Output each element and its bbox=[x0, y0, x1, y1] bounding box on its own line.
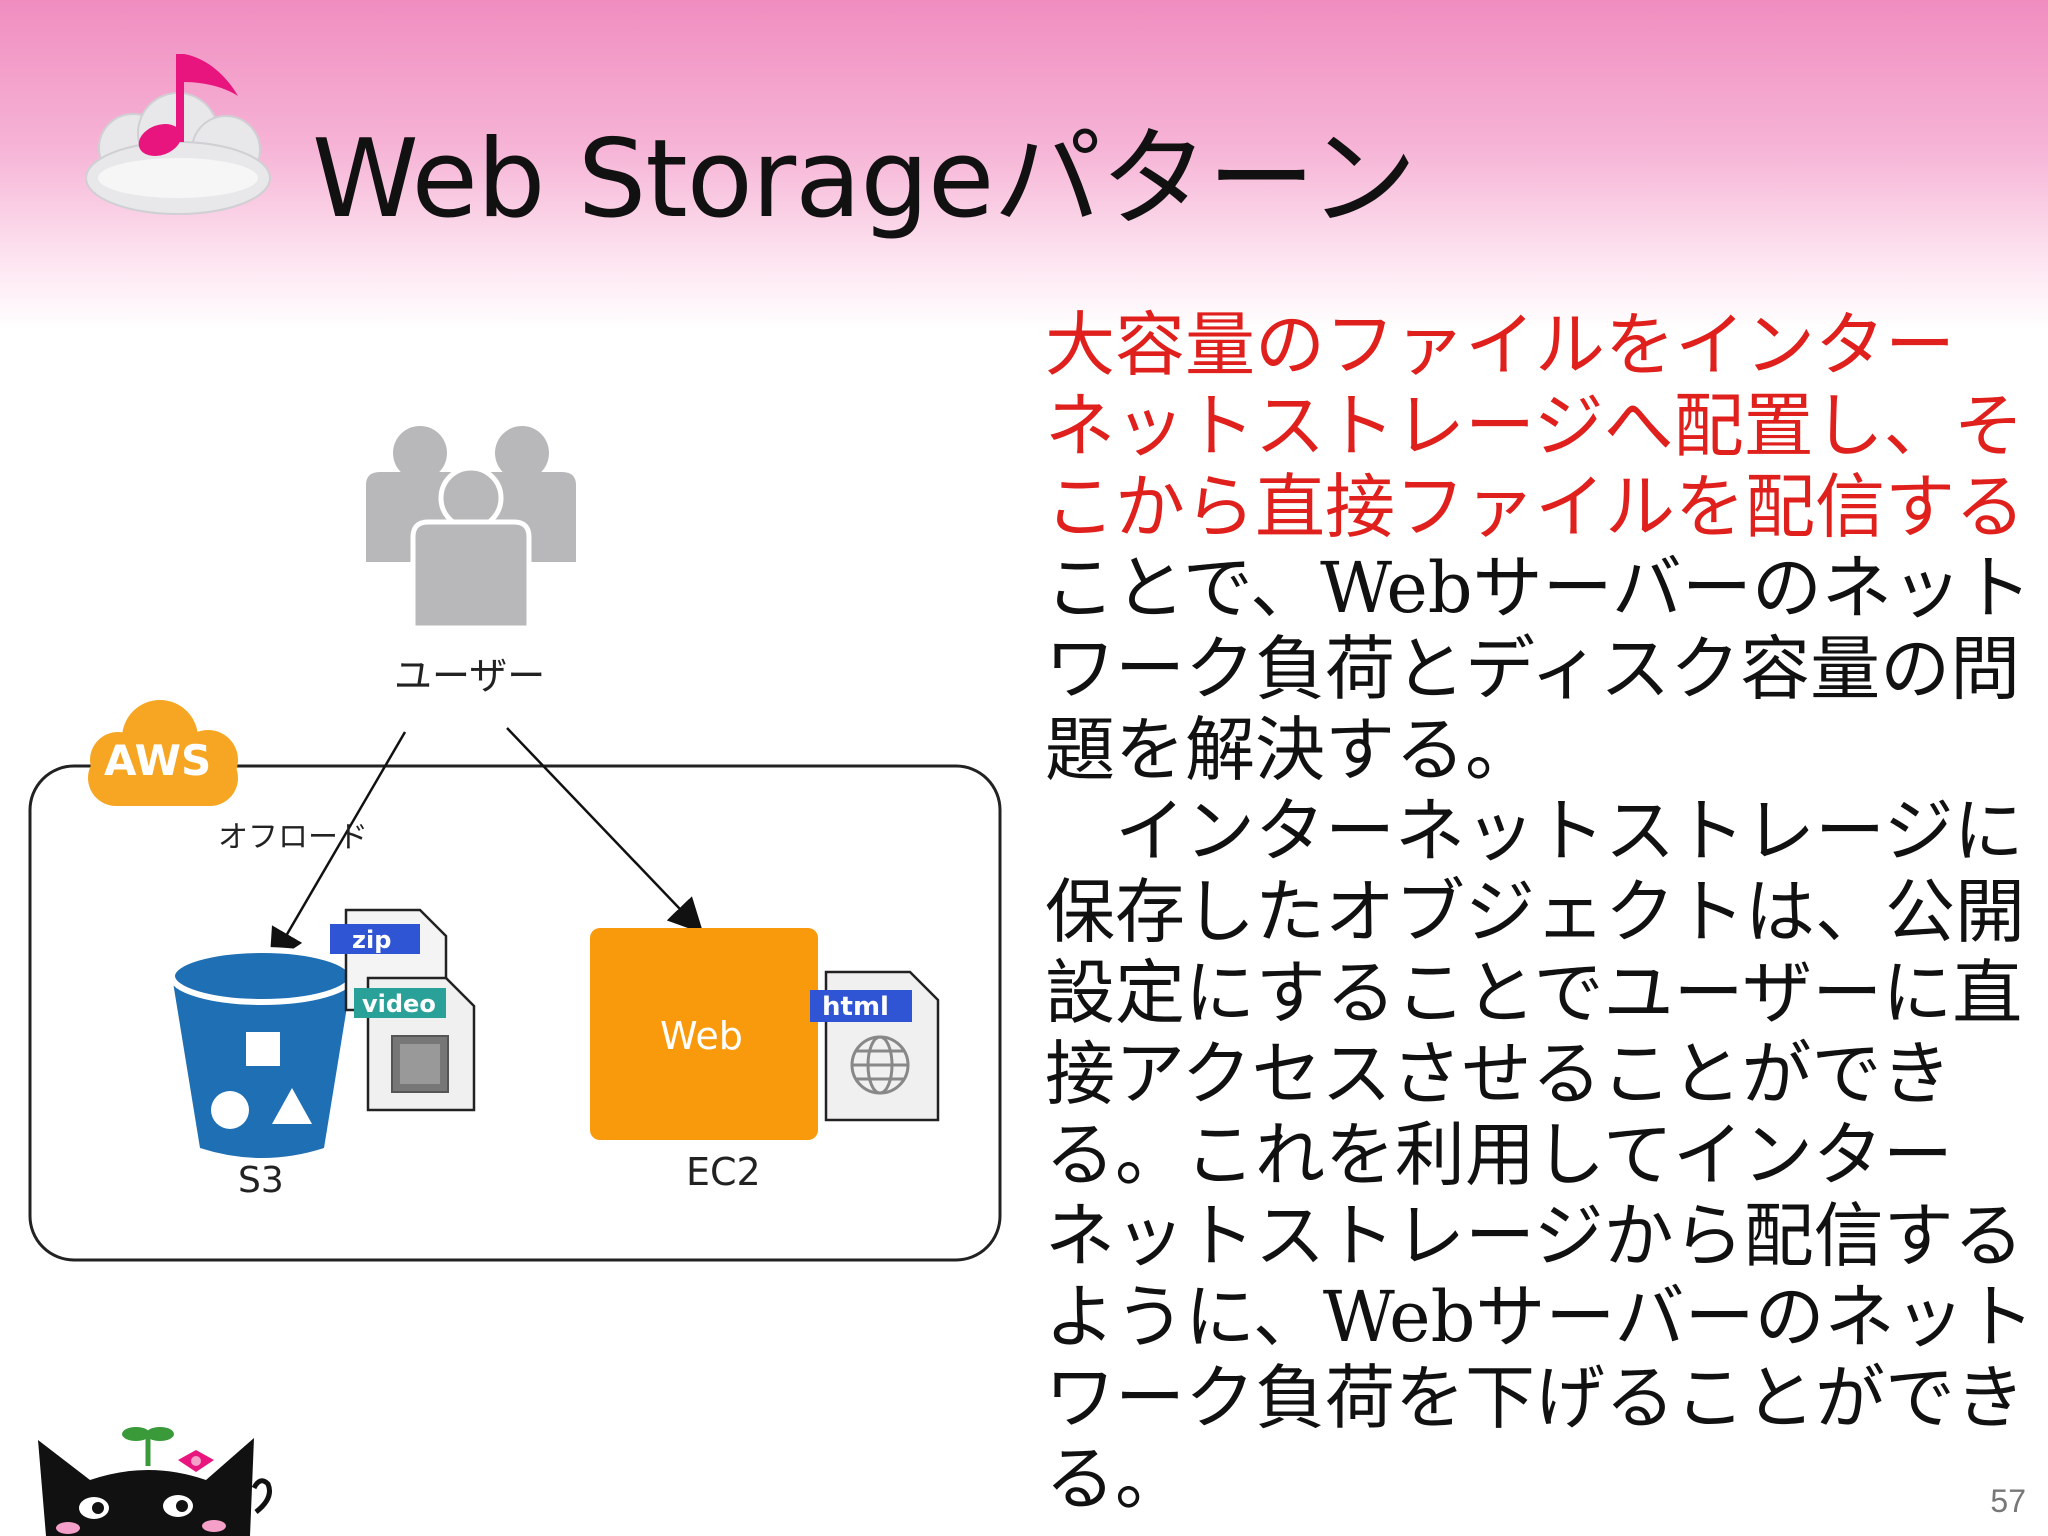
body-line: ワーク負荷とディスク容量の問 bbox=[1045, 628, 2021, 710]
body-line: る。 bbox=[1045, 1438, 1185, 1520]
body-line: ワーク負荷を下げることができ bbox=[1045, 1357, 2025, 1439]
s3-label: S3 bbox=[238, 1160, 284, 1201]
users-group-icon bbox=[366, 426, 576, 631]
ec2-label: EC2 bbox=[686, 1150, 761, 1194]
body-line: る。これを利用してインター bbox=[1045, 1114, 1953, 1196]
body-line: インターネットストレージに bbox=[1045, 790, 2024, 872]
html-tag-label: html bbox=[822, 992, 889, 1022]
body-line: 設定にすることでユーザーに直 bbox=[1045, 952, 2023, 1034]
aws-container bbox=[28, 764, 1002, 1262]
aws-badge-label: AWS bbox=[104, 736, 212, 785]
body-line: 保存したオブジェクトは、公開 bbox=[1045, 871, 2025, 953]
body-line: ことで、Webサーバーのネット bbox=[1045, 547, 2032, 629]
html-file-icon bbox=[810, 970, 940, 1122]
header-band bbox=[0, 0, 2048, 330]
architecture-diagram bbox=[28, 426, 1002, 1262]
page-number: 57 bbox=[1990, 1483, 2026, 1519]
aws-cloud-icon bbox=[88, 700, 238, 806]
web-arrow bbox=[506, 727, 704, 934]
black-cat-mascot bbox=[38, 1427, 272, 1536]
users-label: ユーザー bbox=[394, 654, 546, 698]
body-line: ネットストレージへ配置し、そ bbox=[1045, 385, 2024, 467]
body-line: 大容量のファイルをインター bbox=[1045, 304, 1955, 386]
offload-label: オフロード bbox=[218, 820, 368, 855]
zip-tag-label: zip bbox=[352, 926, 392, 954]
body-line: こから直接ファイルを配信する bbox=[1045, 466, 2025, 548]
body-text: 大容量のファイルをインター ネットストレージへ配置し、そ こから直接ファイルを配… bbox=[1045, 304, 2035, 1520]
video-tag-label: video bbox=[362, 990, 436, 1018]
body-line: ネットストレージから配信する bbox=[1045, 1195, 2024, 1277]
body-line: ように、Webサーバーのネット bbox=[1045, 1276, 2035, 1358]
video-file-icon bbox=[354, 976, 476, 1112]
globe-icon bbox=[850, 1035, 910, 1095]
web-box-label: Web bbox=[660, 1014, 743, 1058]
body-line: 接アクセスさせることができ bbox=[1045, 1033, 1952, 1115]
slide-title: Web Storageパターン bbox=[312, 117, 1417, 242]
body-line: 題を解決する。 bbox=[1045, 709, 1535, 791]
ec2-instance-icon bbox=[590, 928, 818, 1140]
s3-bucket-icon bbox=[169, 947, 355, 1158]
offload-arrow bbox=[269, 731, 407, 965]
music-note-cloud-logo bbox=[85, 54, 271, 215]
